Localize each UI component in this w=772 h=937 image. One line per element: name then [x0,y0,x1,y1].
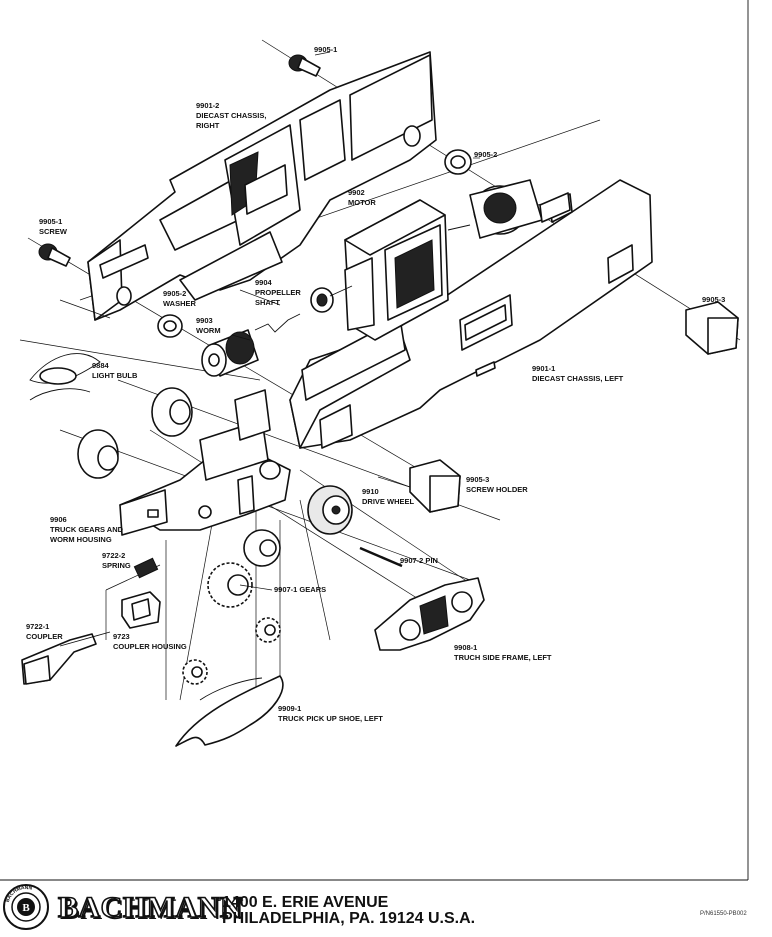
label-chassis-right-number: 9901-2 [196,101,219,110]
label-side-frame-number: 9908-1 [454,643,477,652]
motor [344,179,571,341]
callout-leaders [59,51,480,591]
label-screw-left-number: 9905-1 [39,217,62,226]
label-shaft-number: 9904 [255,278,273,287]
diecast-chassis-left [289,179,653,449]
washer-top [444,149,472,175]
label-drive-wheel-number: 9910 [362,487,379,496]
gears [182,529,281,685]
label-screw-top: 9905-1 [314,45,337,54]
washer-left [157,314,183,338]
wheel-lower [77,429,119,479]
label-screw-holder-number: 9905-3 [466,475,489,484]
screw-holder-right [685,301,739,355]
label-motor-number: 9902 [348,188,365,197]
screw-left [38,243,71,267]
light-bulb [29,353,101,401]
label-screw-left-name: SCREW [39,227,68,236]
label-worm-number: 9903 [196,316,213,325]
label-coupler-number: 9722-1 [26,622,49,631]
label-chassis-right-line1: DIECAST CHASSIS, [196,111,266,120]
address-line-1: 1400 E. ERIE AVENUE [222,894,389,911]
label-drive-wheel-name: DRIVE WHEEL [362,497,415,506]
label-chassis-left-name: DIECAST CHASSIS, LEFT [532,374,624,383]
truck-pick-up-shoe-left [175,675,284,747]
diecast-chassis-right [87,51,437,321]
label-spring-name: SPRING [102,561,131,570]
worm [201,329,259,377]
bachmann-seal-logo: B BACHMANN [3,884,49,930]
label-pickup-name: TRUCK PICK UP SHOE, LEFT [278,714,383,723]
label-motor-name: MOTOR [348,198,376,207]
label-washer-top: 9905-2 [474,150,497,159]
part-labels: 9905-1 9901-2 DIECAST CHASSIS, RIGHT 990… [26,45,725,723]
label-housing-line2: WORM HOUSING [50,535,112,544]
truck-side-frame-left [374,577,485,651]
label-bulb-name: LIGHT BULB [92,371,138,380]
label-worm-name: WORM [196,326,221,335]
label-housing-line1: TRUCK GEARS AND [50,525,124,534]
label-coupler-housing-number: 9723 [113,632,130,641]
label-shaft-line1: PROPELLER [255,288,301,297]
screw-top [288,54,321,77]
svg-text:B: B [22,902,30,914]
pin [359,546,403,568]
coupler [21,631,111,685]
label-washer-left-name: WASHER [163,299,197,308]
wheel-upper [151,387,193,437]
document-number: P/N61550-PB002 [700,911,747,917]
label-pin: 9907-2 PIN [400,556,438,565]
label-screw-holder-name: SCREW HOLDER [466,485,528,494]
label-coupler-name: COUPLER [26,632,63,641]
label-coupler-housing-name: COUPLER HOUSING [113,642,187,651]
label-bulb-number: 9884 [92,361,110,370]
propeller-shaft [254,285,353,333]
label-chassis-left-number: 9901-1 [532,364,555,373]
label-shaft-line2: SHAFT [255,298,280,307]
label-pickup-number: 9909-1 [278,704,301,713]
label-screw-holder-right: 9905-3 [702,295,725,304]
truck-gears-and-worm-housing [119,389,291,536]
coupler-housing [121,591,161,629]
label-housing-number: 9906 [50,515,67,524]
drive-wheel [307,485,353,535]
label-chassis-right-line2: RIGHT [196,121,220,130]
brand-wordmark: BACHMANN [57,891,242,924]
label-side-frame-name: TRUCH SIDE FRAME, LEFT [454,653,552,662]
label-gears: 9907-1 GEARS [274,585,326,594]
label-spring-number: 9722-2 [102,551,125,560]
spring [133,557,159,579]
screw-holder [409,459,461,513]
label-washer-left-number: 9905-2 [163,289,186,298]
address-line-2: PHILADELPHIA, PA. 19124 U.S.A. [222,910,476,927]
